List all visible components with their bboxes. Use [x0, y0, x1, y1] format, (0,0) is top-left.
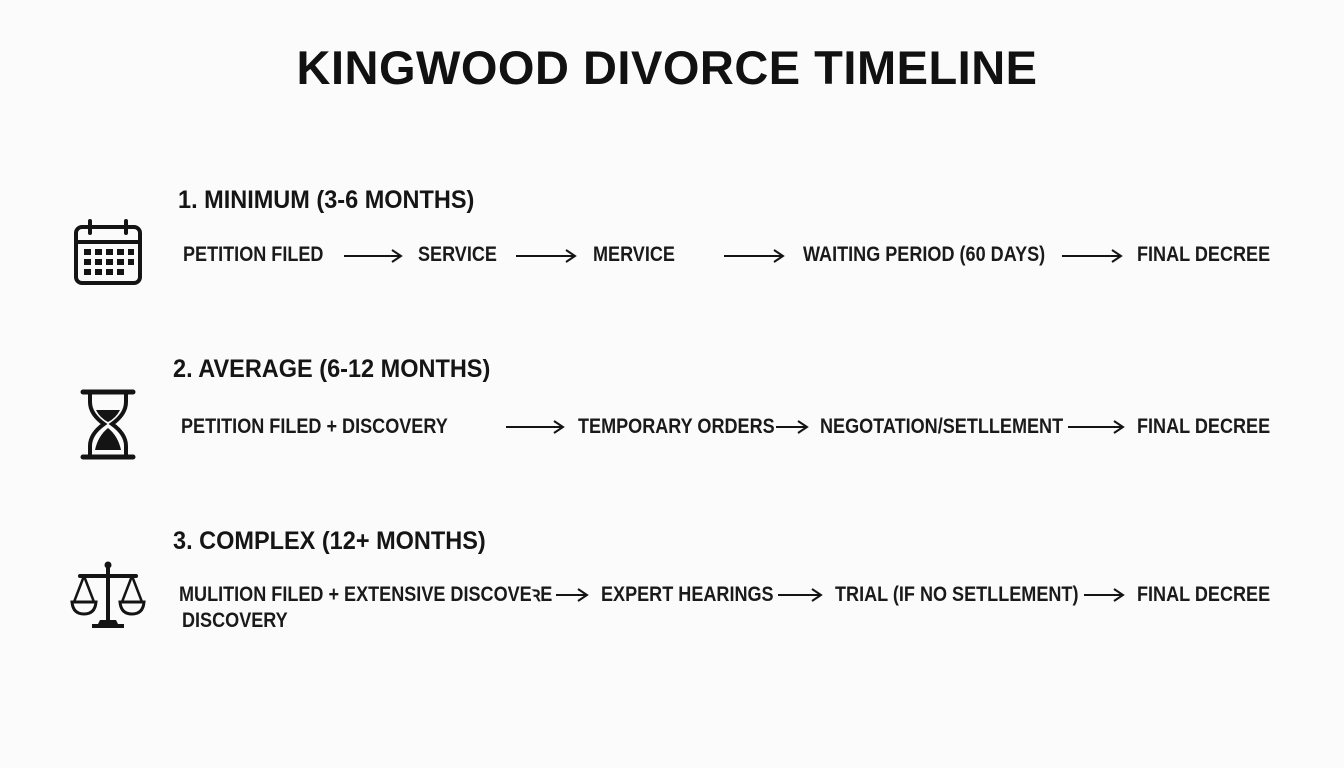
arrow-right-icon [1068, 420, 1125, 434]
section-heading: 1. MINIMUM (3-6 MONTHS) [178, 186, 475, 214]
arrow-right-icon [724, 249, 785, 263]
arrow-right-icon [516, 249, 577, 263]
step-label: PETITION FILED + DISCOVERY [181, 415, 448, 438]
arrow-right-icon [776, 420, 809, 434]
section-heading: 2. AVERAGE (6-12 MONTHS) [173, 355, 491, 383]
arrow-right-icon [344, 249, 403, 263]
calendar-icon [74, 219, 142, 285]
step-label: FINAL DECREE [1137, 415, 1271, 438]
arrow-right-icon [1084, 588, 1125, 602]
step-label: PETITION FILED [183, 243, 324, 266]
step-label: NEGOTATION/SETLLEMENT [820, 415, 1064, 438]
step-label: WAITING PERIOD (60 DAYS) [803, 243, 1046, 266]
step-label: FINAL DECREE [1137, 243, 1271, 266]
step-label: SERVICE [418, 243, 497, 266]
arrow-right-icon [1062, 249, 1123, 263]
page-title: KINGWOOD DIVORCE TIMELINE [296, 41, 1038, 94]
arrow-right-icon [506, 420, 565, 434]
step-label: MERVICE [593, 243, 675, 266]
hourglass-icon [80, 389, 136, 460]
scales-icon [70, 561, 146, 628]
step-label: TEMPORARY ORDERS [578, 415, 775, 438]
step-label: TRIAL (IF NO SETLLEMENT) [835, 583, 1079, 606]
arrow-right-icon [778, 588, 823, 602]
step-label-continuation: DISCOVERY [182, 609, 288, 632]
arrow-right-icon [556, 588, 589, 602]
step-label: EXPERT HEARINGS [601, 583, 774, 606]
step-label: MULITION FILED + EXTENSIVE DISCOVEꝛE [179, 583, 553, 606]
step-label: FINAL DECREE [1137, 583, 1271, 606]
section-heading: 3. COMPLEX (12+ MONTHS) [173, 527, 486, 555]
